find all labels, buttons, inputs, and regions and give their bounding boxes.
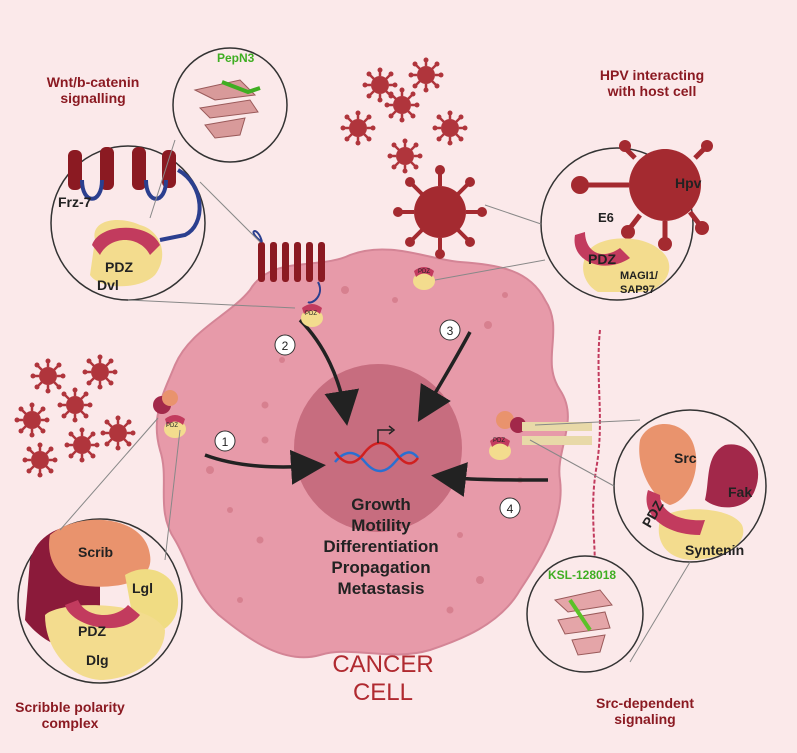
wnt-title-line1: Wnt/b-catenin [47, 74, 140, 90]
mini-pdz-right: PDZ [493, 438, 505, 444]
hpv-title-line2: with host cell [607, 83, 697, 99]
frz7-label: Frz-7 [58, 194, 92, 210]
hpv-virus-large [393, 165, 487, 259]
ksl-inset: KSL-128018 [526, 555, 644, 673]
ksl-label: KSL-128018 [548, 568, 616, 582]
cancer-cell-label-line1: CANCER [332, 651, 433, 678]
mini-pdz-left: PDZ [166, 423, 178, 429]
step-3: 3 [447, 324, 454, 338]
src-title-line2: signaling [614, 711, 675, 727]
step-2: 2 [282, 339, 289, 353]
step-1: 1 [222, 435, 229, 449]
fak-label: Fak [728, 484, 752, 500]
outcome-differentiation: Differentiation [323, 537, 438, 556]
src-inset: Src Fak PDZ Syntenin [613, 409, 767, 563]
outcome-propagation: Propagation [331, 558, 430, 577]
step-markers: 1 2 3 4 [214, 319, 521, 519]
scribble-pdz-label: PDZ [78, 623, 106, 639]
pepn3-inset: PepN3 [172, 47, 288, 163]
src-mini-complex [489, 411, 592, 460]
arrow-3 [417, 331, 472, 423]
arrow-1 [204, 449, 326, 485]
wnt-inset: Frz-7 PDZ Dvl [50, 145, 206, 301]
outcome-motility: Motility [351, 516, 411, 535]
outcome-growth: Growth [351, 495, 411, 514]
pathway-arrows [204, 318, 549, 497]
dna-icon [333, 425, 419, 473]
magi-label-line2: SAP97 [620, 284, 655, 296]
magi-label-line1: MAGI1/ [620, 270, 658, 282]
hpv-inset: Hpv E6 PDZ MAGI1/ SAP97 [540, 140, 713, 301]
arrow-4 [431, 462, 549, 497]
src-title-line1: Src-dependent [596, 695, 694, 711]
hpv-pdz-label: PDZ [588, 251, 616, 267]
mini-pdz-top: PDZ [305, 311, 317, 317]
scrib-label: Scrib [78, 544, 113, 560]
scribble-title-line1: Scribble polarity [15, 699, 125, 715]
hpv-connector-lines [434, 204, 546, 281]
hpv-label: Hpv [675, 175, 702, 191]
membrane-receptor [252, 230, 325, 327]
step-4: 4 [507, 502, 514, 516]
cancer-cell-label-line2: CELL [353, 679, 413, 706]
lgl-label: Lgl [132, 580, 153, 596]
dvl-label: Dvl [97, 277, 119, 293]
arrow-2 [298, 318, 360, 426]
pepn3-label: PepN3 [217, 51, 255, 65]
scribble-mini-complex [153, 390, 186, 438]
scribble-connector-lines [59, 417, 181, 561]
src-label: Src [674, 450, 697, 466]
mini-pdz-hpv: PDZ [418, 269, 430, 275]
wnt-pdz-label: PDZ [105, 259, 133, 275]
scribble-inset: Scrib Lgl PDZ Dlg [17, 518, 183, 684]
src-connector-lines [529, 419, 691, 663]
wnt-title-line2: signalling [60, 90, 125, 106]
dlg-label: Dlg [86, 652, 109, 668]
outcome-metastasis: Metastasis [338, 579, 425, 598]
scribble-title-line2: complex [42, 715, 99, 731]
e6-label: E6 [598, 210, 614, 225]
outcomes-list: Growth Motility Differentiation Propagat… [323, 495, 438, 598]
wnt-connector-lines [127, 139, 296, 309]
syntenin-label: Syntenin [685, 542, 744, 558]
ecm-fiber [591, 329, 601, 601]
hpv-title-line1: HPV interacting [600, 67, 704, 83]
